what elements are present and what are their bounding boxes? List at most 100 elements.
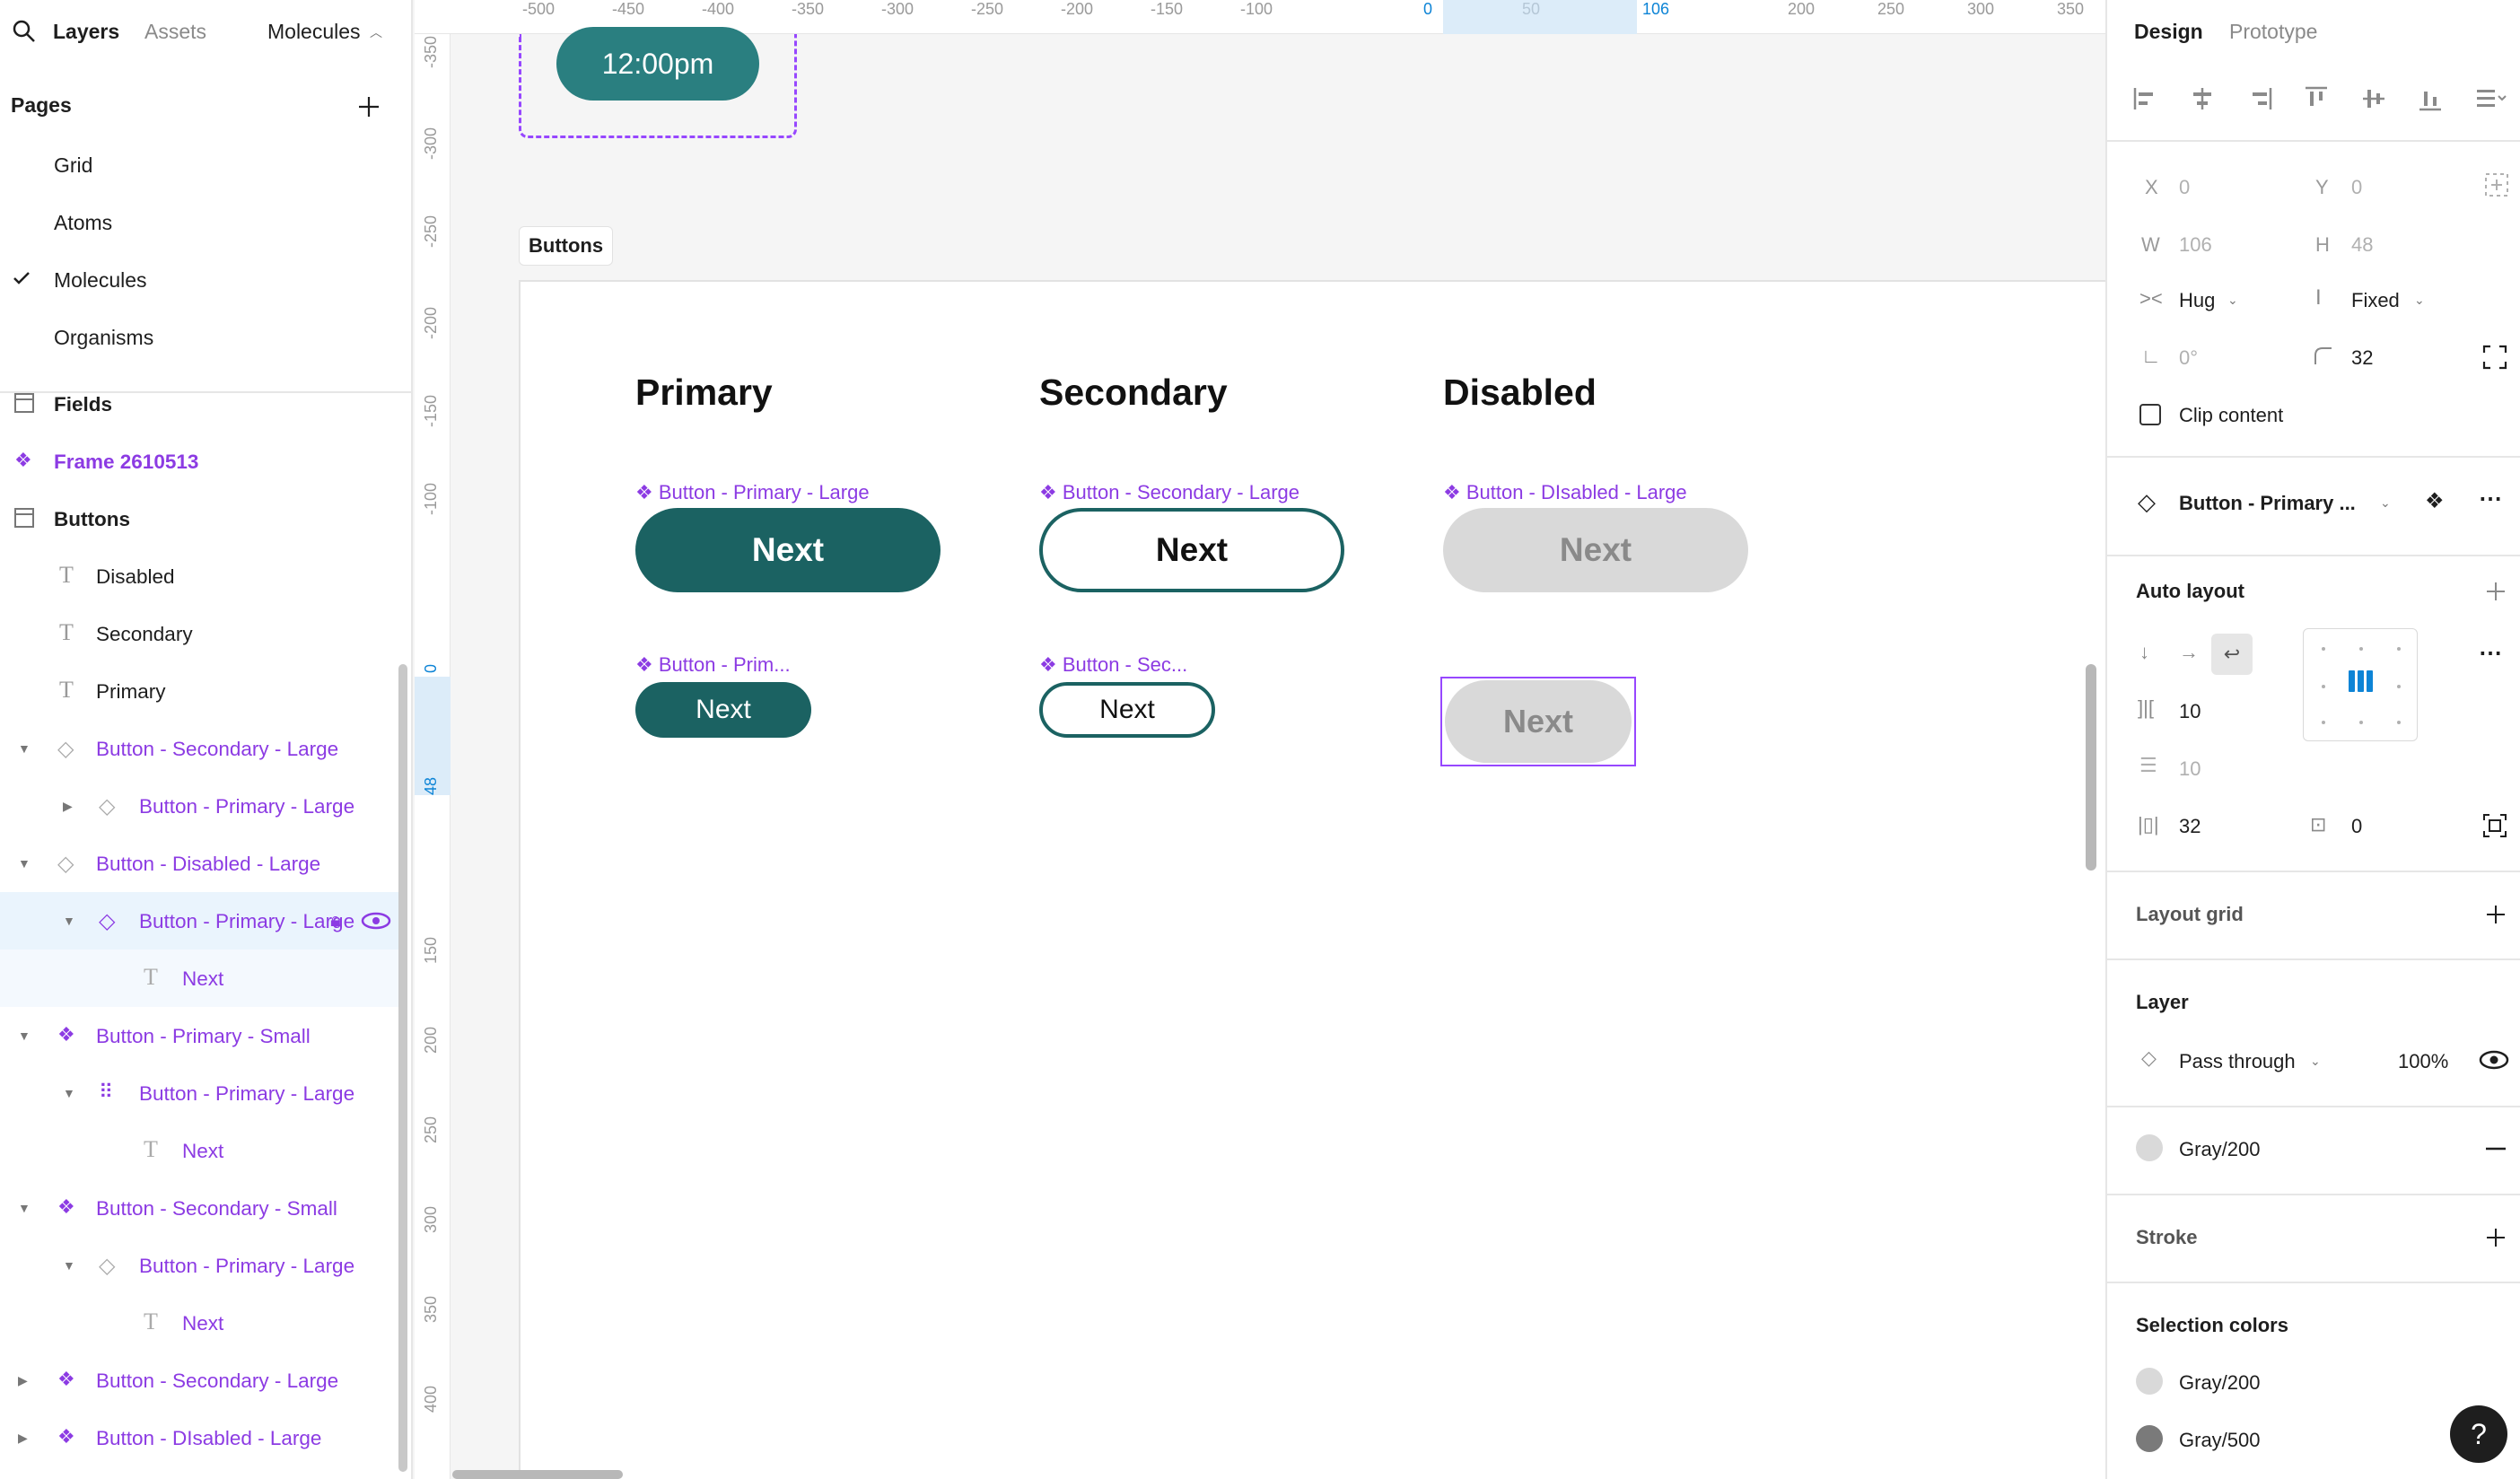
layer-next-3[interactable]: Next [182, 1312, 224, 1335]
selection-box[interactable] [1440, 677, 1636, 766]
heading-disabled[interactable]: Disabled [1443, 372, 1597, 413]
buttons-frame[interactable] [519, 280, 2105, 1479]
direction-vertical-icon[interactable]: ↓ [2139, 641, 2149, 663]
layers-scrollbar[interactable] [398, 664, 407, 1472]
layer-frame-2610513[interactable]: Frame 2610513 [54, 451, 199, 473]
chevron-down-icon[interactable]: ▼ [63, 1258, 75, 1273]
tab-prototype[interactable]: Prototype [2229, 20, 2318, 43]
time-chip[interactable]: 12:00pm [556, 27, 759, 101]
child-layer-row[interactable] [0, 950, 400, 1007]
layer-button-primary-large-selected[interactable]: Button - Primary - Large [139, 910, 355, 932]
chevron-down-icon[interactable]: ▼ [18, 1028, 31, 1043]
add-page-icon[interactable] [357, 95, 381, 118]
canvas-horizontal-scrollbar[interactable] [452, 1470, 623, 1479]
add-icon[interactable] [2484, 903, 2507, 926]
lock-icon[interactable]: 🔒︎ [330, 908, 341, 931]
y-input[interactable]: 0 [2351, 176, 2363, 198]
layer-next-2[interactable]: Next [182, 1140, 224, 1162]
alignment-padding-grid[interactable] [2303, 628, 2418, 741]
clip-content-checkbox[interactable] [2139, 404, 2161, 425]
selection-color-swatch[interactable] [2136, 1425, 2163, 1452]
page-item-organisms[interactable]: Organisms [54, 326, 154, 349]
chevron-down-icon[interactable]: ▼ [18, 1201, 31, 1215]
corner-radius-input[interactable]: 32 [2351, 346, 2374, 369]
selection-color-name[interactable]: Gray/200 [2179, 1371, 2261, 1394]
selection-color-name[interactable]: Gray/500 [2179, 1429, 2261, 1451]
constraints-icon[interactable] [2484, 172, 2509, 197]
button-secondary-small[interactable]: Next [1039, 682, 1215, 738]
height-sizing-select[interactable]: Fixed [2351, 289, 2400, 311]
independent-corners-icon[interactable] [2482, 345, 2507, 370]
layer-button-disabled-large-2[interactable]: Button - DIsabled - Large [96, 1427, 322, 1449]
component-name[interactable]: Button - Primary ... [2179, 492, 2356, 514]
chevron-down-icon[interactable]: ▼ [18, 741, 31, 756]
layer-button-primary-large[interactable]: Button - Primary - Large [139, 795, 355, 818]
align-middle-v-icon[interactable] [2360, 85, 2386, 112]
layer-disabled[interactable]: Disabled [96, 565, 175, 588]
selected-layer-row[interactable] [0, 892, 400, 950]
layer-button-secondary-large[interactable]: Button - Secondary - Large [96, 738, 339, 760]
align-center-h-icon[interactable] [2189, 85, 2215, 112]
page-item-grid[interactable]: Grid [54, 153, 93, 177]
chevron-right-icon[interactable]: ▶ [18, 1431, 28, 1445]
chevron-down-icon[interactable]: ⌄ [2414, 293, 2425, 307]
layer-button-primary-large-3[interactable]: Button - Primary - Large [139, 1255, 355, 1277]
more-options-icon[interactable]: ⋯ [2479, 485, 2502, 512]
layer-button-primary-large-2[interactable]: Button - Primary - Large [139, 1082, 355, 1105]
rotation-input[interactable]: 0° [2179, 346, 2199, 369]
add-icon[interactable] [2484, 580, 2507, 603]
padding-vertical-input[interactable]: 0 [2351, 815, 2363, 837]
layer-buttons[interactable]: Buttons [54, 508, 130, 530]
heading-secondary[interactable]: Secondary [1039, 372, 1228, 413]
align-bottom-icon[interactable] [2417, 85, 2443, 112]
eye-icon[interactable] [2479, 1050, 2509, 1070]
chevron-down-icon[interactable]: ▼ [63, 914, 75, 928]
layer-button-secondary-large-2[interactable]: Button - Secondary - Large [96, 1370, 339, 1392]
button-secondary-large[interactable]: Next [1039, 508, 1344, 592]
align-right-icon[interactable] [2246, 85, 2272, 112]
search-icon[interactable] [13, 20, 36, 43]
tab-design[interactable]: Design [2134, 20, 2203, 43]
chevron-down-icon[interactable]: ⌄ [2227, 293, 2238, 307]
layer-secondary[interactable]: Secondary [96, 623, 193, 645]
help-button[interactable]: ? [2450, 1405, 2507, 1463]
direction-wrap-icon[interactable]: ↩ [2211, 634, 2253, 675]
chevron-up-icon[interactable]: ︿ [370, 25, 382, 39]
button-disabled-selected[interactable]: Next [1445, 680, 1632, 763]
layer-fields[interactable]: Fields [54, 393, 113, 416]
width-input[interactable]: 106 [2179, 233, 2212, 256]
layer-button-primary-small[interactable]: Button - Primary - Small [96, 1025, 311, 1047]
page-item-atoms[interactable]: Atoms [54, 211, 113, 234]
height-input[interactable]: 48 [2351, 233, 2374, 256]
align-top-icon[interactable] [2303, 85, 2329, 112]
chevron-down-icon[interactable]: ⌄ [2310, 1054, 2321, 1068]
chevron-down-icon[interactable]: ▼ [63, 1086, 75, 1100]
chevron-down-icon[interactable]: ▼ [18, 856, 31, 871]
gap-vertical-input[interactable]: 10 [2179, 757, 2201, 780]
x-input[interactable]: 0 [2179, 176, 2191, 198]
chevron-down-icon[interactable]: ⌄ [2380, 495, 2391, 510]
eye-icon[interactable] [361, 912, 391, 930]
gap-input[interactable]: 10 [2179, 700, 2201, 722]
remove-fill-icon[interactable] [2484, 1140, 2507, 1158]
tab-assets[interactable]: Assets [144, 20, 207, 43]
direction-horizontal-icon[interactable]: → [2179, 641, 2199, 663]
chevron-right-icon[interactable]: ▶ [63, 799, 73, 813]
fill-style-name[interactable]: Gray/200 [2179, 1138, 2261, 1160]
width-sizing-select[interactable]: Hug [2179, 289, 2216, 311]
layer-primary[interactable]: Primary [96, 680, 166, 703]
chevron-right-icon[interactable]: ▶ [18, 1373, 28, 1387]
time-frame-outline[interactable] [519, 34, 797, 138]
opacity-input[interactable]: 100% [2398, 1050, 2449, 1072]
auto-layout-settings-icon[interactable]: ⋯ [2479, 639, 2502, 666]
button-primary-small[interactable]: Next [635, 682, 811, 738]
individual-padding-icon[interactable] [2482, 813, 2507, 838]
fill-swatch[interactable] [2136, 1134, 2163, 1161]
button-disabled-large[interactable]: Next [1443, 508, 1748, 592]
page-item-molecules[interactable]: Molecules [54, 268, 147, 292]
page-switcher[interactable]: Molecules [267, 20, 361, 43]
frame-label[interactable]: Buttons [519, 226, 614, 266]
add-icon[interactable] [2484, 1226, 2507, 1249]
canvas-vertical-scrollbar[interactable] [2086, 664, 2096, 871]
blend-mode-select[interactable]: Pass through [2179, 1050, 2296, 1072]
